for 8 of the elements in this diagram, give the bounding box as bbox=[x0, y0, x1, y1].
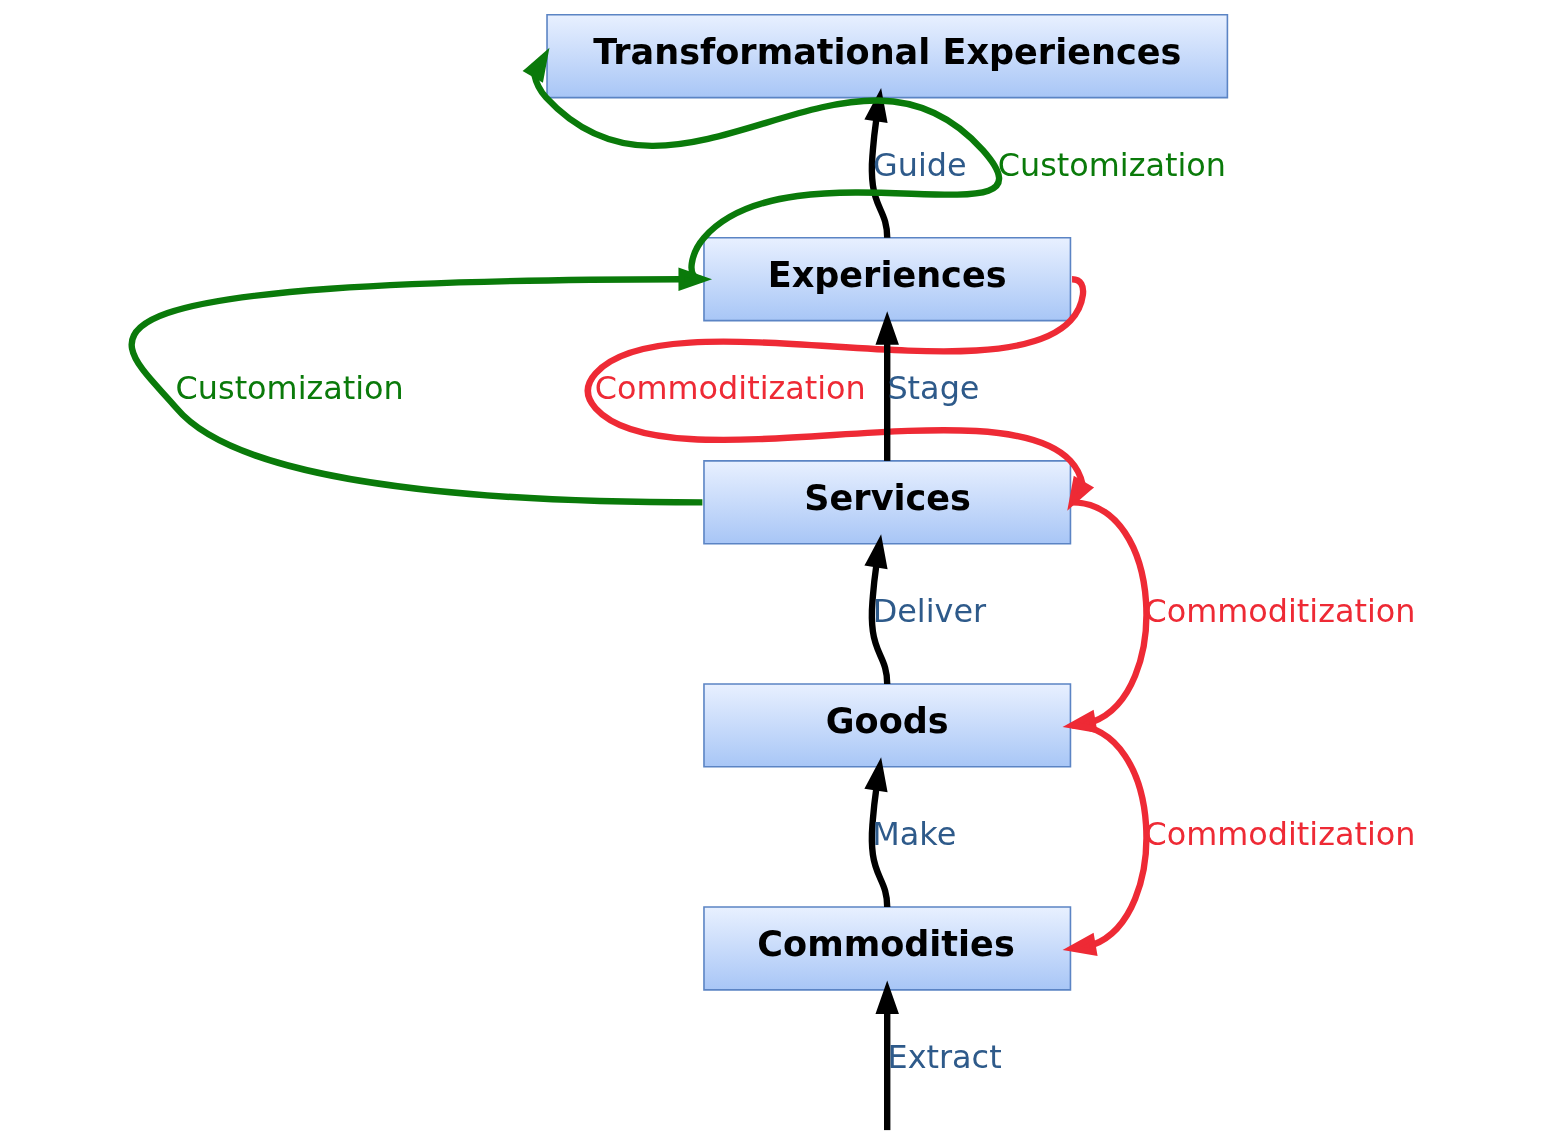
edge-label: Commoditization bbox=[1143, 591, 1415, 630]
edge-label: Make bbox=[871, 814, 956, 853]
edge-label: Customization bbox=[175, 368, 404, 407]
edge-label: Customization bbox=[997, 145, 1226, 184]
edge-label: Deliver bbox=[872, 591, 986, 630]
edge-label: Commoditization bbox=[594, 368, 866, 407]
edge-label: Extract bbox=[887, 1037, 1002, 1076]
edge-label: Commoditization bbox=[1143, 814, 1415, 853]
